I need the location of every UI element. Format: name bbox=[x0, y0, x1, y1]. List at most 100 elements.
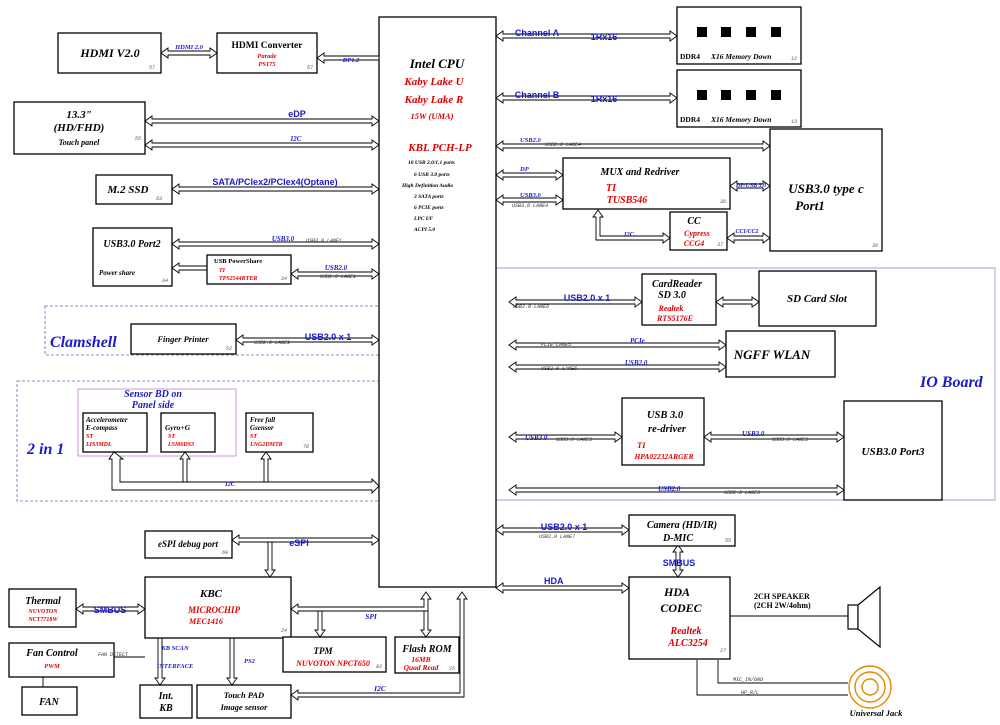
hdmi-converter-part: PS175 bbox=[258, 61, 276, 68]
ddr-a-chip-2 bbox=[721, 27, 731, 37]
hp-label: HP_R/L bbox=[741, 690, 759, 696]
codec-vendor: Realtek bbox=[669, 626, 701, 637]
edp-link-arrow bbox=[144, 115, 380, 127]
ps2-label: PS2 bbox=[244, 658, 256, 665]
spi-tpm-drop bbox=[314, 610, 326, 638]
kb-scan-label: KB SCAN bbox=[160, 645, 189, 652]
ddr-b-chip-4 bbox=[771, 90, 781, 100]
hda-label: HDA bbox=[544, 576, 564, 586]
espi-port-block: eSPI debug port 69 bbox=[144, 530, 233, 559]
thermal-smbus-label: SMBUS bbox=[94, 605, 127, 615]
channel-b-label: Channel B bbox=[515, 90, 560, 100]
port2-usb2-lane: USB2.0 LANE1 bbox=[320, 274, 356, 280]
io-board-label: IO Board bbox=[919, 374, 984, 391]
port2-usb3-arrow bbox=[171, 238, 380, 250]
gyro-block: Gyro+G ST LSM6DS3 bbox=[160, 412, 216, 453]
wlan-pcie-label: PCIe bbox=[630, 337, 645, 345]
sensor-i2c-bus bbox=[108, 451, 380, 495]
kbc-page: 24 bbox=[281, 628, 287, 634]
thermal-title: Thermal bbox=[25, 596, 61, 607]
cardreader-title2: SD 3.0 bbox=[658, 290, 686, 301]
sensor-i2c-tap-gyro bbox=[179, 451, 191, 483]
finger-page: 52 bbox=[226, 346, 232, 352]
spi-flash-drop bbox=[420, 610, 432, 638]
cpu-power: 15W (UMA) bbox=[410, 111, 453, 121]
cc-page: 37 bbox=[717, 242, 723, 248]
thermal-part: NCT7718W bbox=[27, 617, 58, 623]
cardreader-part: RTS5176E bbox=[656, 314, 693, 323]
wlan-usb2-label: USB2.0 bbox=[625, 359, 648, 367]
ps2-link-arrow bbox=[226, 630, 238, 686]
touchpad-title2: Image sensor bbox=[220, 702, 269, 712]
hdmi-link-label: HDMI 2.0 bbox=[174, 44, 204, 51]
hdmi-title: HDMI V2.0 bbox=[79, 46, 139, 60]
cc-i2c-arrow bbox=[592, 209, 671, 244]
clamshell-region bbox=[44, 305, 381, 356]
gyro-l1: Gyro+G bbox=[165, 423, 191, 432]
thermal-block: Thermal NUVOTON NCT7718W bbox=[8, 588, 77, 628]
powershare-part: TPS2544RTER bbox=[219, 276, 257, 282]
edp-label: eDP bbox=[288, 109, 306, 119]
port2-usb2-arrow bbox=[290, 268, 380, 280]
panel-i2c-label: I2C bbox=[290, 135, 302, 143]
freefall-block: Free fall Gsensor ST LNG2DMTR 70 bbox=[245, 412, 314, 453]
cpu-feature-5: LPC I/F bbox=[413, 216, 433, 222]
mic-line bbox=[717, 660, 848, 684]
port2-usb3-label: USB3.0 bbox=[272, 235, 295, 243]
redriver-out-label: USB3.0 bbox=[742, 430, 765, 438]
freefall-vendor: ST bbox=[250, 434, 257, 440]
usb-port3-block: USB3.0 Port3 bbox=[843, 400, 943, 501]
speaker-l2: (2CH 2W/4ohm) bbox=[754, 601, 811, 610]
cpu-line2: Kaby Lake R bbox=[404, 94, 464, 106]
typec-page: 36 bbox=[872, 243, 878, 249]
hp-line bbox=[696, 660, 848, 696]
hdmi-converter-page: 57 bbox=[307, 65, 313, 71]
panel-block: 13.3" (HD/FHD) Touch panel 55 bbox=[13, 101, 146, 155]
ddr-b-chip-2 bbox=[721, 90, 731, 100]
kbc-vendor: MICROCHIP bbox=[187, 605, 241, 615]
redriver-block: USB 3.0 re-driver TI HPA02232ARGER bbox=[621, 397, 705, 466]
ssd-page: 63 bbox=[156, 196, 162, 202]
cardreader-title1: CardReader bbox=[652, 279, 702, 290]
finger-link-arrow bbox=[235, 334, 380, 346]
typec-title2: Port1 bbox=[795, 198, 825, 213]
typec-usb2-lane: USB2.0 LANE4 bbox=[545, 142, 581, 148]
hdmi-converter-block: HDMI Converter Parade PS175 57 bbox=[216, 32, 318, 74]
cpu-pch: KBL PCH-LP bbox=[407, 142, 472, 154]
redriver-title2: re-driver bbox=[648, 424, 687, 435]
ddr-b-block: DDR4 X16 Memory Down 13 bbox=[676, 69, 802, 128]
fan-detect-label: FAN DETECT bbox=[98, 652, 129, 658]
hdmi-converter-title: HDMI Converter bbox=[232, 41, 304, 51]
typec-block: USB3.0 type c Port1 36 bbox=[769, 128, 883, 252]
camera-lane: USB2.0 LANE7 bbox=[539, 534, 575, 540]
mux-dp-arrow bbox=[495, 169, 564, 181]
cc-title: CC bbox=[687, 216, 701, 227]
cc-vendor: Cypress bbox=[684, 229, 710, 238]
ddr-b-chip-3 bbox=[746, 90, 756, 100]
codec-part: ALC3254 bbox=[667, 638, 707, 649]
ddr-b-label: DDR4 bbox=[680, 115, 700, 124]
finger-block: Finger Printer 52 bbox=[130, 323, 237, 355]
ddr-a-block: DDR4 X16 Memory Down 12 bbox=[676, 6, 802, 65]
cpu-feature-0: 10 USB 2.0/1.1 ports bbox=[408, 160, 455, 166]
cardreader-link-label: USB2.0 x 1 bbox=[564, 293, 611, 303]
usb-port2-sub: Power share bbox=[99, 269, 135, 277]
cpu-line1: Kaby Lake U bbox=[403, 76, 464, 88]
cpu-feature-3: 3 SATA ports bbox=[413, 194, 444, 200]
channel-b-rank: 1Rx16 bbox=[591, 94, 618, 104]
ddr-a-chip-4 bbox=[771, 27, 781, 37]
flash-mode: Quad Read bbox=[404, 663, 439, 672]
clamshell-label: Clamshell bbox=[50, 334, 117, 351]
fan-control-title: Fan Control bbox=[25, 648, 78, 659]
io-board-region bbox=[496, 267, 996, 501]
panel-page: 55 bbox=[135, 136, 141, 142]
accel-l1: Accelerometer bbox=[85, 416, 128, 424]
cpu-feature-1: 6 USB 3.0 ports bbox=[414, 172, 450, 178]
ddr-a-desc: X16 Memory Down bbox=[710, 52, 771, 61]
powershare-vendor: TI bbox=[219, 268, 226, 274]
cardreader-block: CardReader SD 3.0 Realtek RTS5176E bbox=[641, 273, 717, 326]
tpm-page: 92 bbox=[376, 664, 382, 670]
redriver-in-lane: USB3.0 LANE3 bbox=[556, 437, 592, 443]
typec-usb2-label: USB2.0 bbox=[520, 137, 542, 144]
